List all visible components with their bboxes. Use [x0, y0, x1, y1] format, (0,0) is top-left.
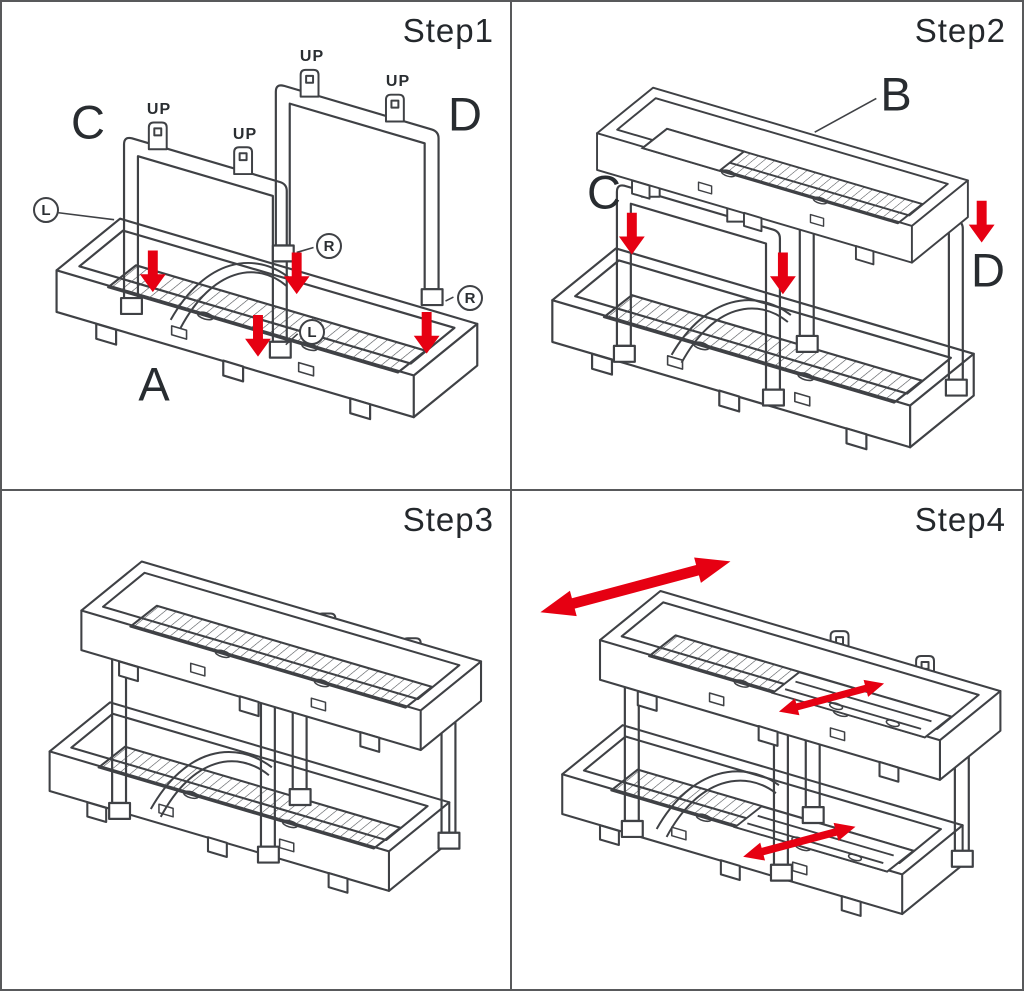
step4-diagram: [536, 548, 1002, 917]
left-socket-mark: L: [33, 197, 59, 223]
left-socket-mark: L: [299, 319, 325, 345]
tray-arch-divider: [149, 751, 273, 818]
step4-panel: Step4: [512, 491, 1022, 989]
upper-tray-b-drawing: [598, 589, 1002, 783]
step4-title: Step4: [914, 501, 1006, 538]
step2-title: Step2: [914, 12, 1006, 49]
step2-panel: Step2 B C D: [512, 2, 1022, 491]
upper-tray-b-drawing: [596, 86, 969, 266]
tray-arch-divider: [655, 770, 780, 838]
part-label-a: A: [138, 357, 170, 411]
right-socket-mark: R: [457, 285, 483, 311]
down-arrow-icon: [618, 212, 645, 255]
tray-arch-divider: [169, 262, 291, 329]
base-tray-a-drawing: [55, 217, 479, 421]
right-socket-mark: R: [316, 233, 342, 259]
step1-diagram: [55, 68, 479, 421]
step1-title: Step1: [402, 12, 494, 49]
leader-line: [814, 97, 877, 133]
part-label-d: D: [971, 243, 1005, 297]
upper-slide-panel: [770, 671, 954, 739]
up-label: UP: [299, 48, 325, 65]
step1-panel: Step1 C D A UP UP UP UP L L R R: [2, 2, 512, 491]
step3-title: Step3: [402, 501, 494, 538]
up-label: UP: [146, 101, 172, 118]
part-label-c: C: [587, 165, 621, 219]
up-label: UP: [232, 126, 258, 143]
leader-lines: [58, 211, 454, 346]
step3-diagram: [48, 560, 483, 894]
tray-arch-divider: [670, 299, 792, 364]
step2-diagram: [551, 86, 995, 451]
part-label-d: D: [448, 87, 482, 141]
up-label: UP: [385, 73, 411, 90]
down-arrow-icon: [968, 200, 995, 243]
part-label-b: B: [880, 67, 912, 121]
step3-panel: Step3: [2, 491, 512, 989]
down-arrow-icon: [769, 252, 796, 295]
part-label-c: C: [71, 95, 105, 149]
